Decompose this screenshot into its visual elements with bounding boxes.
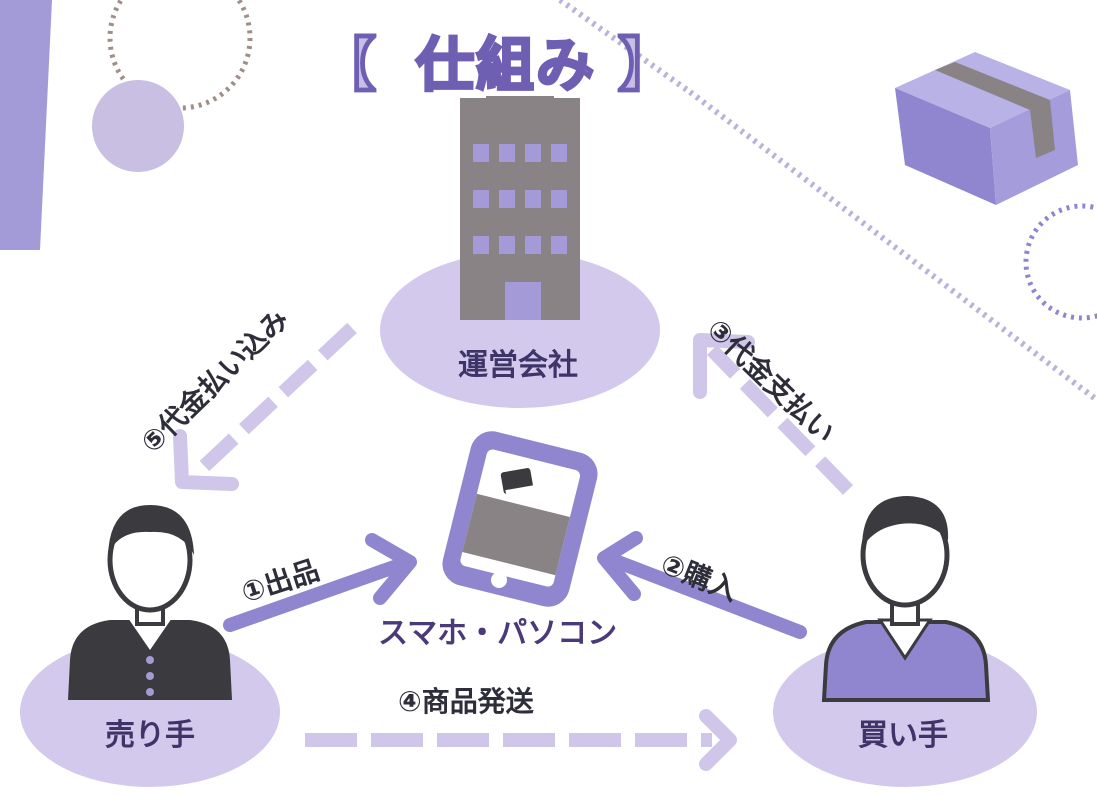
decor-filled-circle xyxy=(92,80,184,172)
office-building-icon xyxy=(460,96,580,320)
arrow-step4 xyxy=(305,709,737,771)
company-node-ellipse xyxy=(380,252,660,408)
package-box-icon xyxy=(895,52,1078,205)
book-icon xyxy=(500,468,536,497)
arrow-step2 xyxy=(597,531,807,639)
buyer-person-icon xyxy=(821,496,991,702)
smartphone-icon xyxy=(442,431,598,607)
decor-dotted-line xyxy=(688,89,1097,403)
arrow-step5 xyxy=(173,322,357,491)
arrow-step3 xyxy=(693,333,854,495)
company-label: 運営会社 xyxy=(458,348,578,383)
device-label: スマホ・パソコン xyxy=(378,616,618,651)
decor-dotted-circle xyxy=(107,0,253,111)
diagram-title: 【 仕組み 】 xyxy=(316,18,698,101)
seller-person-icon xyxy=(68,505,232,700)
buyer-label: 買い手 xyxy=(858,718,948,753)
step4-label: ④商品発送 xyxy=(398,685,534,718)
decor-left-panel xyxy=(0,0,52,250)
title-close-bracket: 】 xyxy=(616,30,679,101)
arrow-step1 xyxy=(223,533,417,632)
title-open-bracket: 【 xyxy=(316,30,379,101)
decor-dotted-circle-right xyxy=(1023,203,1097,321)
title-text: 仕組み xyxy=(414,30,597,101)
seller-label: 売り手 xyxy=(105,718,195,753)
